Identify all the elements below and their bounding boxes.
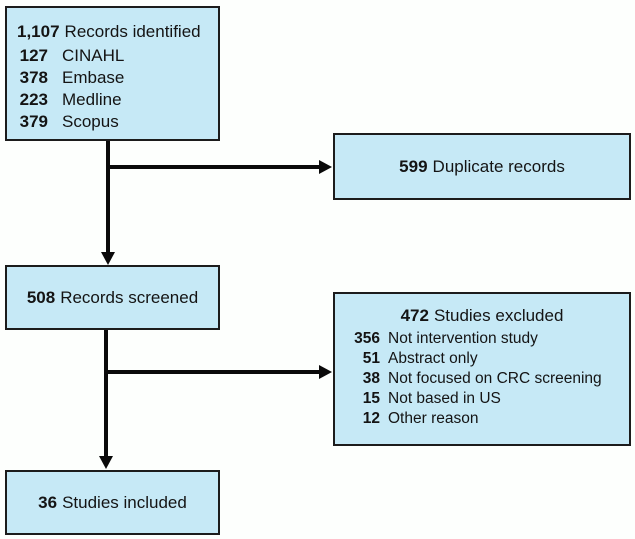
source-row-scopus: 379 Scopus [7, 111, 218, 133]
duplicate-records-label: Duplicate records [432, 156, 565, 176]
arrow-down-icon [99, 456, 113, 469]
records-screened-label: Records screened [60, 287, 199, 307]
records-identified-label: Records identified [64, 22, 201, 41]
exclusion-count: 38 [362, 370, 380, 387]
arrow-screened-to-included [104, 330, 108, 457]
source-count: 127 [19, 46, 48, 65]
exclusion-row-abstract-only: 51 Abstract only [335, 349, 629, 369]
exclusion-count: 51 [362, 350, 380, 367]
exclusion-row-not-crc: 38 Not focused on CRC screening [335, 369, 629, 389]
exclusion-row-other: 12 Other reason [335, 409, 629, 429]
studies-excluded-count: 472 [400, 306, 429, 325]
source-count: 379 [19, 112, 48, 131]
arrow-identified-to-screened [106, 141, 110, 253]
exclusion-label: Not based in US [388, 390, 501, 407]
exclusion-count: 12 [362, 410, 380, 427]
studies-included-count: 36 [38, 492, 58, 512]
exclusion-count: 15 [362, 390, 380, 407]
arrow-right-icon [319, 160, 332, 174]
studies-included-box: 36 Studies included [5, 470, 220, 535]
exclusion-count: 356 [354, 330, 380, 347]
exclusion-label: Not intervention study [388, 330, 538, 347]
source-label: Medline [62, 90, 122, 109]
studies-included-label: Studies included [62, 492, 187, 512]
exclusion-row-not-us: 15 Not based in US [335, 389, 629, 409]
exclusion-row-not-intervention: 356 Not intervention study [335, 329, 629, 349]
exclusion-label: Not focused on CRC screening [388, 370, 602, 387]
arrow-branch-to-duplicates [106, 165, 319, 169]
source-count: 378 [19, 68, 48, 87]
records-identified-count: 1,107 [17, 22, 60, 41]
source-row-embase: 378 Embase [7, 67, 218, 89]
source-label: CINAHL [62, 46, 125, 65]
duplicate-records-count: 599 [399, 156, 428, 176]
records-screened-box: 508 Records screened [5, 265, 220, 330]
source-label: Scopus [62, 112, 119, 131]
exclusion-label: Other reason [388, 410, 479, 427]
arrow-branch-to-excluded [104, 370, 319, 374]
exclusion-label: Abstract only [388, 350, 478, 367]
source-row-cinahl: 127 CINAHL [7, 45, 218, 67]
arrow-down-icon [101, 252, 115, 265]
records-screened-count: 508 [26, 287, 56, 307]
duplicate-records-box: 599 Duplicate records [333, 133, 631, 200]
studies-excluded-label: Studies excluded [433, 306, 564, 325]
source-label: Embase [62, 68, 125, 87]
arrow-right-icon [319, 365, 332, 379]
source-row-medline: 223 Medline [7, 89, 218, 111]
source-count: 223 [19, 90, 48, 109]
